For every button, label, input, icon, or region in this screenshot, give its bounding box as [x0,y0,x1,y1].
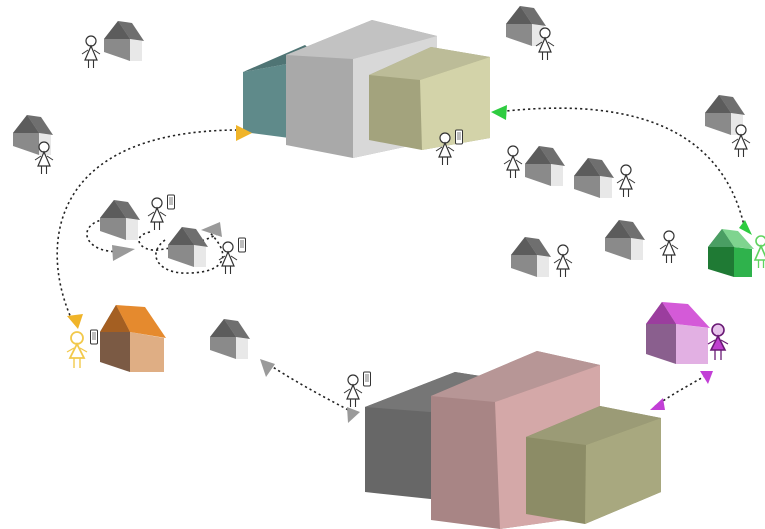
magenta-house-icon [646,302,710,364]
gray-loop-arrow-2 [201,222,222,237]
top-building-cluster [243,20,490,158]
person-icon [659,230,679,264]
person-icon [553,244,573,278]
phone-icon [363,371,371,387]
person-icon [616,164,636,198]
yellow-person-icon [66,331,88,368]
green-person-icon [753,235,765,268]
gray-loop-arrow-1 [112,245,135,261]
person-icon [503,145,523,179]
house-icon [210,319,250,359]
arrowheads [67,105,752,423]
phone-icon [238,237,246,253]
person-icon [218,241,238,275]
person-icon [81,35,101,69]
person-icon [147,197,167,231]
house-icon [104,21,144,61]
phone-icon [90,329,98,345]
house-icon [574,158,614,198]
yellow-arrow-top [236,125,252,141]
house-icon [525,146,565,186]
connection-orange-to-top [56,129,241,321]
loop-middle [138,231,221,251]
magenta-arrow-bottom [650,398,665,410]
house-icon [511,237,551,277]
house-icon [168,227,208,267]
person-icon [343,374,363,408]
yellow-arrow-bottom [67,314,83,329]
connection-gray-to-bottom [264,361,353,413]
gray-arrow-bottom [347,407,360,423]
orange-house-icon [100,305,166,372]
phone-icon [455,129,463,145]
house-icon [506,6,546,46]
loop-left [86,218,129,253]
connection-top-to-green [496,107,746,231]
house-icon [100,200,140,240]
green-arrow-right [739,220,752,235]
phone-icon [167,194,175,210]
bottom-building-cluster [365,351,661,529]
green-arrow-left [491,105,507,120]
house-icon [605,220,645,260]
magenta-person-icon [707,323,729,360]
magenta-arrow-top [700,371,713,384]
gray-arrow-top [260,359,275,377]
green-house-icon [708,229,754,277]
